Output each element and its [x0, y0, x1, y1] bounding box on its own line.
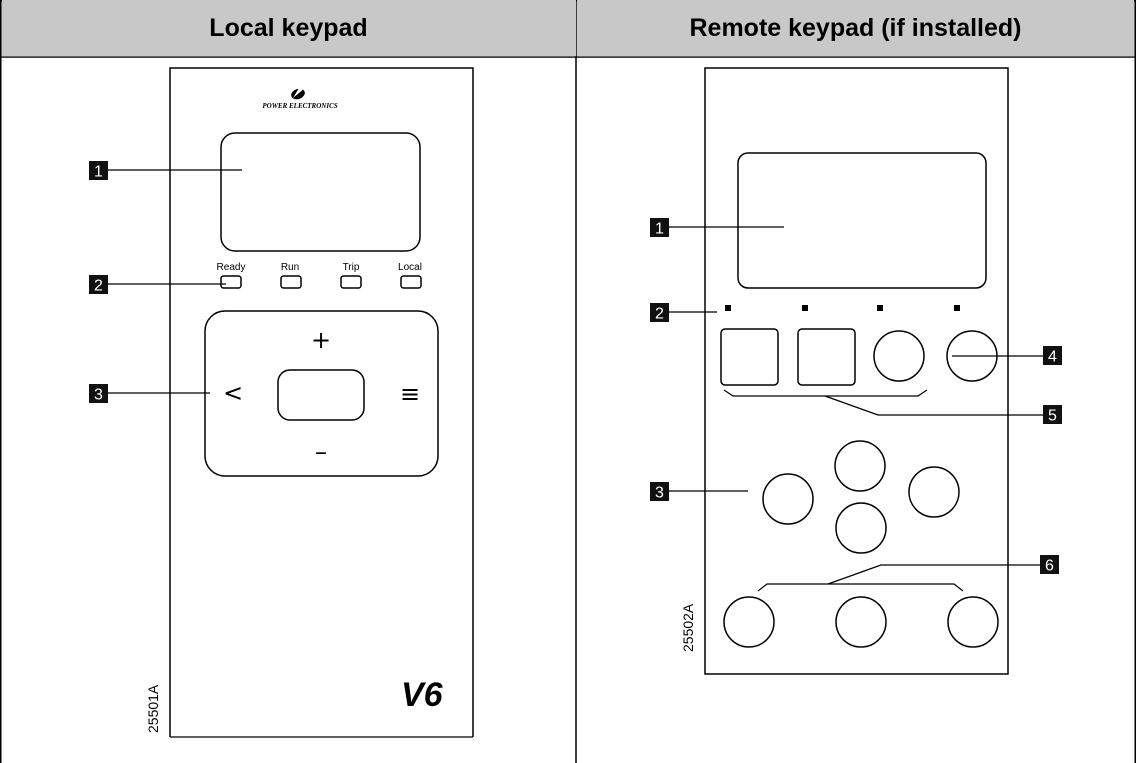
back-key[interactable]: <	[223, 379, 243, 407]
led-label-trip: Trip	[343, 262, 360, 273]
bottom-keys-brace	[757, 583, 964, 592]
local-callout-2: 2	[89, 275, 226, 295]
remote-keypad-outline	[704, 67, 1009, 675]
header-remote: Remote keypad (if installed)	[577, 0, 1134, 56]
svg-text:3: 3	[94, 387, 103, 404]
svg-text:1: 1	[94, 164, 103, 181]
remote-nav-down[interactable]	[835, 502, 887, 554]
remote-nav-up[interactable]	[834, 440, 886, 492]
remote-nav-left[interactable]	[762, 473, 814, 525]
header-local: Local keypad	[1, 0, 576, 56]
remote-led-4	[954, 305, 960, 311]
svg-text:4: 4	[1048, 349, 1057, 366]
svg-text:2: 2	[94, 278, 103, 295]
led-ready	[220, 275, 242, 289]
remote-bottom-key-1[interactable]	[723, 596, 775, 648]
model-label: V6	[401, 676, 444, 714]
local-keypad-outline	[169, 67, 474, 737]
power-electronics-logo: POWER ELECTRONICS	[262, 88, 338, 110]
remote-led-1	[725, 305, 731, 311]
led-run	[280, 275, 302, 289]
remote-function-key-1[interactable]	[720, 328, 779, 386]
remote-keypad: 25502A 1 2 4 5 3 6	[650, 67, 1062, 675]
remote-function-key-2[interactable]	[797, 328, 856, 386]
local-keypad: POWER ELECTRONICS Ready Run Trip Local +…	[89, 67, 474, 738]
remote-callout-3: 3	[650, 482, 748, 502]
local-callout-1: 1	[89, 161, 242, 181]
remote-led-2	[802, 305, 808, 311]
remote-callout-4: 4	[952, 346, 1062, 366]
svg-text:6: 6	[1045, 558, 1054, 575]
led-label-ready: Ready	[217, 262, 246, 273]
led-trip	[340, 275, 362, 289]
led-label-local: Local	[398, 262, 422, 273]
svg-text:5: 5	[1048, 408, 1057, 425]
brand-label: POWER ELECTRONICS	[262, 102, 337, 110]
remote-callout-5: 5	[824, 395, 1062, 425]
remote-callout-6: 6	[827, 555, 1059, 585]
remote-callout-1: 1	[650, 218, 784, 238]
function-keys-brace	[723, 389, 928, 397]
local-display-screen	[220, 132, 421, 252]
remote-display-screen	[737, 152, 987, 289]
led-local	[400, 275, 422, 289]
local-figure-code: 25501A	[145, 684, 161, 733]
remote-nav-right[interactable]	[908, 466, 960, 518]
remote-led-3	[877, 305, 883, 311]
minus-key[interactable]: –	[315, 438, 327, 466]
svg-text:3: 3	[655, 485, 664, 502]
remote-bottom-key-3[interactable]	[947, 596, 999, 648]
svg-text:2: 2	[655, 306, 664, 323]
remote-figure-code: 25502A	[680, 603, 696, 652]
center-key[interactable]	[277, 369, 365, 421]
remote-function-key-3[interactable]	[873, 330, 925, 382]
menu-key[interactable]: ≡	[400, 380, 420, 408]
plus-key[interactable]: +	[311, 326, 331, 354]
remote-bottom-key-2[interactable]	[835, 596, 887, 648]
local-callout-3: 3	[89, 384, 210, 404]
led-label-run: Run	[281, 262, 299, 273]
svg-text:1: 1	[655, 221, 664, 238]
remote-callout-2: 2	[650, 303, 717, 323]
